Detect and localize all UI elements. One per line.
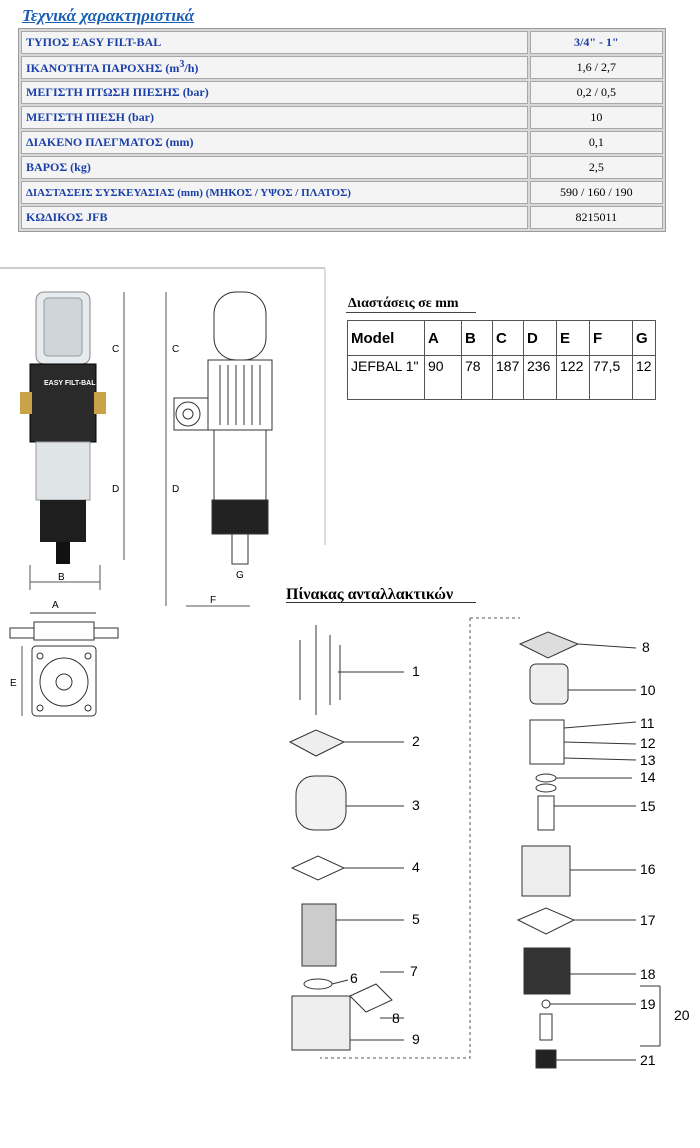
dimensions-table: Model A B C D E F G JEFBAL 1" 90 78 187 … xyxy=(347,320,656,400)
header-cell: G xyxy=(632,320,656,356)
header-cell: F xyxy=(589,320,633,356)
dim-label-f: F xyxy=(210,595,216,606)
spec-label: ΔΙΑΣΤΑΣΕΙΣ ΣΥΣΚΕΥΑΣΙΑΣ (mm) (ΜΗΚΟΣ / ΥΨΟ… xyxy=(21,181,528,204)
part-number: 18 xyxy=(640,966,656,982)
table-cell: 12 xyxy=(632,355,656,400)
table-cell: 236 xyxy=(523,355,557,400)
divider xyxy=(286,602,476,603)
table-cell: 122 xyxy=(556,355,590,400)
spec-value: 590 / 160 / 190 xyxy=(529,181,663,204)
model-cell: JEFBAL 1" xyxy=(347,355,425,400)
dim-label-c2: C xyxy=(172,344,179,355)
header-cell: D xyxy=(523,320,557,356)
table-row: ΒΑΡΟΣ (kg)2,5 xyxy=(21,156,663,179)
part-number: 20 xyxy=(674,1007,690,1023)
parts-title: Πίνακας ανταλλακτικών xyxy=(286,586,454,603)
part-number: 4 xyxy=(412,859,420,875)
part-number: 21 xyxy=(640,1052,656,1068)
part-number: 17 xyxy=(640,912,656,928)
spec-value: 1,6 / 2,7 xyxy=(529,56,663,79)
spec-label: ΔΙΑΚΕΝΟ ΠΛΕΓΜΑΤΟΣ (mm) xyxy=(21,131,528,154)
part-number: 2 xyxy=(412,733,420,749)
dim-label-d: D xyxy=(112,484,119,495)
spec-label: ΒΑΡΟΣ (kg) xyxy=(21,156,528,179)
spec-label: ΜΕΓΙΣΤΗ ΠΙΕΣΗ (bar) xyxy=(21,106,528,129)
header-cell: Model xyxy=(347,320,425,356)
spare-parts-left xyxy=(288,625,404,1051)
side-view-drawing xyxy=(173,291,273,565)
spare-parts-right xyxy=(516,631,661,1069)
part-number: 16 xyxy=(640,861,656,877)
dim-label-c: C xyxy=(112,344,119,355)
spec-value: 0,2 / 0,5 xyxy=(529,81,663,104)
table-header-row: Model A B C D E F G xyxy=(347,320,656,356)
dim-label-d2: D xyxy=(172,484,179,495)
table-row: ΔΙΑΚΕΝΟ ΠΛΕΓΜΑΤΟΣ (mm)0,1 xyxy=(21,131,663,154)
spec-label: ΜΕΓΙΣΤΗ ΠΤΩΣΗ ΠΙΕΣΗΣ (bar) xyxy=(21,81,528,104)
table-cell: 78 xyxy=(461,355,493,400)
spec-label: ΙΚΑΝΟΤΗΤΑ ΠΑΡΟΧΗΣ (m3/h) xyxy=(21,56,528,79)
header-cell: C xyxy=(492,320,524,356)
table-row: JEFBAL 1" 90 78 187 236 122 77,5 12 xyxy=(347,355,656,400)
page-title: Τεχνικά χαρακτηριστικά xyxy=(22,6,195,25)
dim-label-a: A xyxy=(52,600,59,611)
part-number: 11 xyxy=(640,715,655,731)
table-cell: 77,5 xyxy=(589,355,633,400)
header-cell: B xyxy=(461,320,493,356)
header-cell: E xyxy=(556,320,590,356)
part-number: 7 xyxy=(410,963,418,979)
part-number: 13 xyxy=(640,752,656,768)
spec-label: ΚΩΔΙΚΟΣ JFB xyxy=(21,206,528,229)
part-number: 6 xyxy=(350,970,358,986)
spec-value: 3/4" - 1" xyxy=(529,31,663,54)
dim-label-g: G xyxy=(236,570,244,581)
spec-value: 2,5 xyxy=(529,156,663,179)
table-row: ΙΚΑΝΟΤΗΤΑ ΠΑΡΟΧΗΣ (m3/h)1,6 / 2,7 xyxy=(21,56,663,79)
part-number: 15 xyxy=(640,798,656,814)
table-cell: 187 xyxy=(492,355,524,400)
spec-value: 8215011 xyxy=(529,206,663,229)
spec-value: 0,1 xyxy=(529,131,663,154)
divider xyxy=(346,312,476,313)
part-number: 14 xyxy=(640,769,656,785)
dim-label-e: E xyxy=(10,678,17,689)
table-row: ΔΙΑΣΤΑΣΕΙΣ ΣΥΣΚΕΥΑΣΙΑΣ (mm) (ΜΗΚΟΣ / ΥΨΟ… xyxy=(21,181,663,204)
table-cell: 90 xyxy=(424,355,462,400)
filter-photo xyxy=(20,291,106,564)
part-number: 12 xyxy=(640,735,656,751)
product-label: EASY FILT-BAL xyxy=(44,380,96,387)
dim-label-b: B xyxy=(58,572,65,583)
dimensions-title: Διαστάσεις σε mm xyxy=(348,296,459,311)
part-number: 1 xyxy=(412,663,420,679)
top-view-drawing xyxy=(9,612,119,717)
header-cell: A xyxy=(424,320,462,356)
part-number: 5 xyxy=(412,911,420,927)
part-number: 19 xyxy=(640,996,656,1012)
part-number: 9 xyxy=(412,1031,420,1047)
spec-value: 10 xyxy=(529,106,663,129)
table-row: ΜΕΓΙΣΤΗ ΠΙΕΣΗ (bar)10 xyxy=(21,106,663,129)
part-number: 8 xyxy=(392,1010,400,1026)
spec-label: ΤΥΠΟΣ EASY FILT-BAL xyxy=(21,31,528,54)
part-number: 3 xyxy=(412,797,420,813)
table-row: ΜΕΓΙΣΤΗ ΠΤΩΣΗ ΠΙΕΣΗΣ (bar)0,2 / 0,5 xyxy=(21,81,663,104)
part-number: 8 xyxy=(642,639,650,655)
part-number: 10 xyxy=(640,682,656,698)
